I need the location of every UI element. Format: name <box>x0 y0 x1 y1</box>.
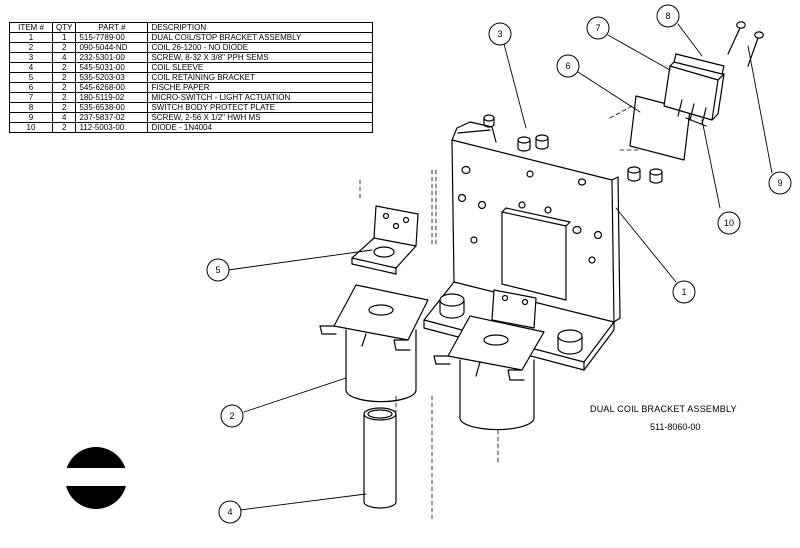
callout-3: 3 <box>488 22 512 46</box>
callout-7: 7 <box>586 16 610 40</box>
coil-sleeve-left <box>363 407 397 509</box>
callout-9: 9 <box>768 171 792 195</box>
svg-text:6: 6 <box>565 61 570 71</box>
switch-assembly-drawing <box>629 21 764 161</box>
svg-text:2: 2 <box>229 411 234 421</box>
callout-4: 4 <box>218 500 242 524</box>
table-header-row: ITEM # QTY PART # DESCRIPTION <box>9 22 374 33</box>
assembly-number: 511-8060-00 <box>650 422 701 432</box>
assembly-title: DUAL COIL BRACKET ASSEMBLY <box>590 404 737 414</box>
leader-lines <box>227 23 773 511</box>
coil-retaining-bracket-right <box>491 289 537 329</box>
svg-text:10: 10 <box>724 218 734 228</box>
alignment-lines <box>359 105 641 521</box>
description-cell: DIODE - 1N4004 <box>147 122 374 133</box>
svg-text:7: 7 <box>595 23 600 33</box>
svg-text:9: 9 <box>777 178 782 188</box>
callout-5: 5 <box>206 258 230 282</box>
callout-10: 10 <box>717 211 741 235</box>
callout-6: 6 <box>556 54 580 78</box>
svg-text:4: 4 <box>227 507 232 517</box>
callout-8: 8 <box>656 4 680 28</box>
svg-text:5: 5 <box>215 265 220 275</box>
main-bracket-drawing <box>423 114 663 371</box>
callout-2: 2 <box>220 404 244 428</box>
marco-logo <box>64 447 128 509</box>
coil-retaining-bracket-left <box>351 205 419 275</box>
qty-cell: 2 <box>51 122 77 133</box>
coil-left <box>319 284 429 403</box>
callout-1: 1 <box>672 280 696 304</box>
svg-text:8: 8 <box>665 11 670 21</box>
svg-text:1: 1 <box>681 287 686 297</box>
svg-text:3: 3 <box>497 29 502 39</box>
coil-right <box>433 315 545 431</box>
